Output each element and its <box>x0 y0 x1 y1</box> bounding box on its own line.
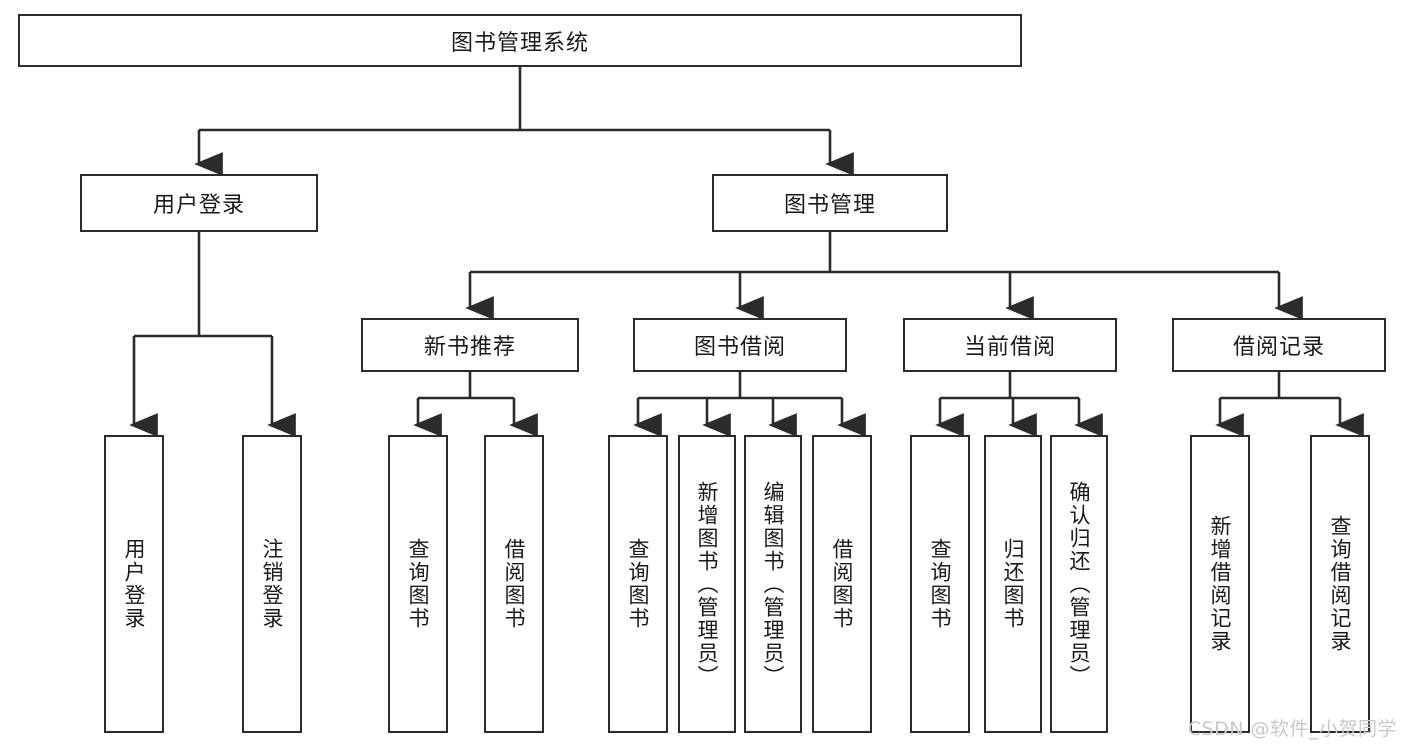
leaf-label: 查询借阅记录 <box>1328 515 1353 653</box>
leaf-label: 注销登录 <box>260 538 285 630</box>
leaf-label: 查询图书 <box>626 538 651 630</box>
leaf-confirm-return-admin[interactable]: 确认归还（管理员） <box>1050 435 1108 733</box>
node-user-login[interactable]: 用户登录 <box>80 174 318 232</box>
leaf-label: 新增借阅记录 <box>1208 515 1233 653</box>
leaf-label: 用户登录 <box>122 538 147 630</box>
leaf-label: 借阅图书 <box>830 538 855 630</box>
node-new-book-recommend[interactable]: 新书推荐 <box>361 318 579 372</box>
node-root[interactable]: 图书管理系统 <box>18 14 1022 67</box>
leaf-label: 编辑图书（管理员） <box>761 480 786 688</box>
node-book-borrow[interactable]: 图书借阅 <box>633 318 847 372</box>
watermark: CSDN @软件_小贺同学 <box>1187 718 1397 740</box>
leaf-query-book-1[interactable]: 查询图书 <box>388 435 448 733</box>
leaf-logout[interactable]: 注销登录 <box>242 435 302 733</box>
leaf-borrow-book-1[interactable]: 借阅图书 <box>484 435 544 733</box>
leaf-user-login[interactable]: 用户登录 <box>104 435 164 733</box>
leaf-query-book-3[interactable]: 查询图书 <box>910 435 970 733</box>
leaf-label: 查询图书 <box>928 538 953 630</box>
node-borrow-record[interactable]: 借阅记录 <box>1172 318 1386 372</box>
node-current-borrow[interactable]: 当前借阅 <box>903 318 1117 372</box>
leaf-label: 归还图书 <box>1001 538 1026 630</box>
leaf-edit-book-admin[interactable]: 编辑图书（管理员） <box>744 435 802 733</box>
leaf-add-book-admin[interactable]: 新增图书（管理员） <box>678 435 736 733</box>
leaf-add-borrow-record[interactable]: 新增借阅记录 <box>1190 435 1250 733</box>
leaf-label: 借阅图书 <box>502 538 527 630</box>
leaf-return-book[interactable]: 归还图书 <box>984 435 1042 733</box>
leaf-label: 新增图书（管理员） <box>695 480 720 688</box>
leaf-query-borrow-record[interactable]: 查询借阅记录 <box>1310 435 1370 733</box>
node-book-manage[interactable]: 图书管理 <box>712 174 948 232</box>
leaf-label: 查询图书 <box>406 538 431 630</box>
leaf-label: 确认归还（管理员） <box>1067 480 1092 688</box>
leaf-query-book-2[interactable]: 查询图书 <box>608 435 668 733</box>
leaf-borrow-book-2[interactable]: 借阅图书 <box>812 435 872 733</box>
